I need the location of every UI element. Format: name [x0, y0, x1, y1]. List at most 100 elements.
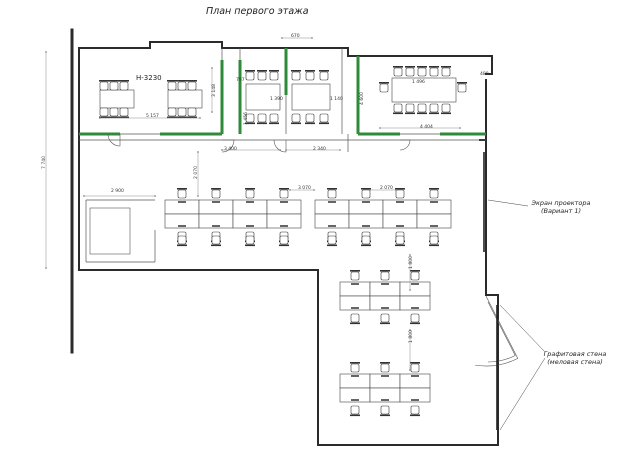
chair — [177, 235, 187, 247]
projector-note-line1: Экран проектора — [531, 199, 591, 207]
monitor — [351, 375, 359, 377]
monitor — [411, 283, 419, 285]
chair — [350, 405, 360, 417]
dim-label: 1 390 — [270, 97, 283, 102]
monitor — [362, 201, 370, 203]
chair-seat — [350, 405, 360, 415]
chair — [245, 188, 255, 199]
chair — [187, 80, 197, 91]
dim-label: 2 900 — [111, 189, 124, 194]
chair-back — [410, 322, 420, 325]
chair-seat — [177, 107, 187, 117]
chair — [279, 235, 289, 247]
chair-back — [429, 244, 439, 247]
plan-title: План первого этажа — [206, 6, 309, 17]
chair — [405, 103, 415, 115]
chair-back — [211, 244, 221, 247]
chair-back — [395, 244, 405, 247]
desk — [399, 295, 431, 311]
chair — [319, 113, 329, 125]
chair-back — [167, 116, 177, 119]
chair-seat — [380, 405, 390, 415]
chair — [350, 362, 360, 373]
chair — [350, 313, 360, 325]
chair-back — [177, 116, 187, 119]
chair — [327, 188, 337, 199]
projector-note-line2: (Вариант 1) — [540, 207, 582, 215]
dimension-tick — [339, 149, 341, 151]
monitor — [351, 399, 359, 401]
chair-back — [417, 112, 427, 115]
chair-back — [177, 80, 187, 82]
chair-back — [177, 244, 187, 247]
chair-back — [119, 116, 129, 119]
chair — [457, 82, 467, 93]
chair — [99, 107, 109, 119]
chair-back — [395, 188, 405, 190]
chair — [305, 70, 315, 81]
chair-seat — [380, 363, 390, 373]
chair-back — [393, 112, 403, 115]
chair-back — [429, 66, 439, 68]
dimension-tick — [409, 289, 411, 291]
chair-back — [319, 122, 329, 125]
chair-seat — [305, 71, 315, 81]
chair — [441, 103, 451, 115]
chair — [305, 113, 315, 125]
monitor — [246, 201, 254, 203]
chair-back — [429, 188, 439, 190]
dimension-tick — [221, 149, 223, 151]
chair-seat — [211, 235, 221, 245]
dim-label: 4 404 — [420, 125, 433, 130]
chair-back — [257, 70, 267, 72]
chair-seat — [269, 113, 279, 123]
dim-label: 1 456 — [243, 112, 249, 125]
chair-back — [109, 116, 119, 119]
chair — [167, 107, 177, 119]
monitor — [381, 283, 389, 285]
chair-seat — [319, 113, 329, 123]
dimension-tick — [211, 67, 213, 69]
chair — [211, 188, 221, 199]
chair-seat — [441, 67, 451, 77]
chair-back — [319, 70, 329, 72]
chair-back — [177, 188, 187, 190]
chair — [327, 235, 337, 247]
chair-back — [269, 70, 279, 72]
monitor — [396, 225, 404, 227]
chair — [187, 107, 197, 119]
monitor — [381, 399, 389, 401]
desk — [416, 213, 452, 229]
desk — [399, 387, 431, 403]
chair-back — [99, 80, 109, 82]
dimension-tick — [289, 189, 291, 191]
chair-back — [393, 66, 403, 68]
chair-back — [279, 188, 289, 190]
dim-label: 480 — [480, 72, 489, 77]
chair-back — [119, 80, 129, 82]
chair-back — [350, 414, 360, 417]
leader-line — [499, 304, 546, 353]
chair-seat — [410, 271, 420, 281]
chair-seat — [257, 113, 267, 123]
monitor — [381, 375, 389, 377]
monitor — [381, 307, 389, 309]
dimension-tick — [281, 37, 283, 39]
chair-back — [380, 270, 390, 272]
chair — [405, 66, 415, 77]
dimension-tick — [211, 111, 213, 113]
chair-back — [257, 122, 267, 125]
dim-label: 1 496 — [412, 80, 425, 85]
chair — [269, 113, 279, 125]
chair — [167, 80, 177, 91]
chair-back — [305, 122, 315, 125]
leader-line — [487, 199, 529, 207]
chair-back — [361, 244, 371, 247]
dim-label: 4 600 — [359, 92, 365, 105]
chair-back — [305, 70, 315, 72]
desk — [391, 77, 457, 103]
chair — [417, 66, 427, 77]
dim-label: 3 400 — [224, 147, 237, 152]
